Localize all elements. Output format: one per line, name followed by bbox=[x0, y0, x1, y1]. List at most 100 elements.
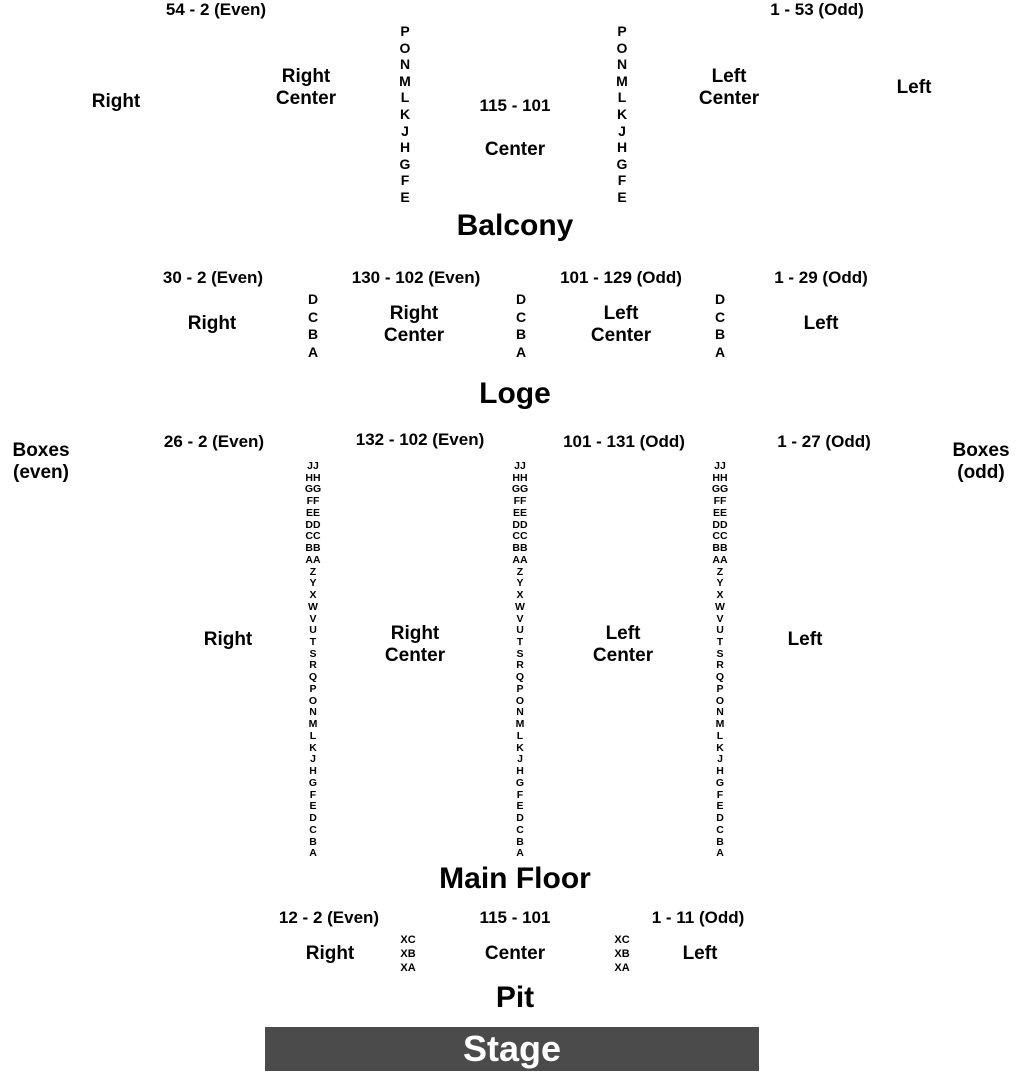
row-label: U bbox=[309, 624, 317, 637]
row-label: C bbox=[309, 823, 317, 836]
row-label: D bbox=[716, 812, 724, 825]
row-label: J bbox=[310, 753, 316, 766]
row-label: L bbox=[516, 729, 524, 742]
row-label: F bbox=[716, 788, 724, 801]
balcony-title: Balcony bbox=[456, 209, 574, 242]
row-label: K bbox=[716, 741, 724, 754]
row-label: S bbox=[716, 647, 724, 660]
row-label: A bbox=[714, 343, 726, 360]
balcony-left-center-line1: Left bbox=[711, 66, 747, 87]
pit-range-left: 1 - 11 (Odd) bbox=[651, 908, 745, 927]
row-label: S bbox=[516, 647, 524, 660]
row-label: J bbox=[517, 753, 523, 766]
row-label: FF bbox=[713, 495, 727, 508]
row-label: P bbox=[400, 23, 410, 39]
boxes-odd-line1: Boxes bbox=[952, 440, 1010, 461]
balcony-right-center-line2: Center bbox=[275, 87, 337, 109]
balcony-range-center: 115 - 101 bbox=[479, 96, 551, 115]
row-label: B bbox=[515, 326, 527, 343]
row-label: P bbox=[617, 23, 627, 39]
row-label: G bbox=[399, 155, 411, 172]
row-label: XC bbox=[400, 934, 416, 946]
row-label: XA bbox=[614, 962, 630, 974]
row-label: R bbox=[716, 659, 724, 672]
row-label: F bbox=[617, 172, 627, 189]
loge-title: Loge bbox=[479, 377, 551, 410]
row-label: EE bbox=[305, 506, 320, 519]
row-label: H bbox=[616, 139, 628, 156]
row-label: XB bbox=[400, 948, 416, 960]
row-label: O bbox=[399, 39, 411, 56]
row-label: M bbox=[715, 718, 725, 731]
row-label: Q bbox=[715, 671, 725, 684]
row-label: A bbox=[515, 343, 527, 360]
row-label: C bbox=[714, 308, 726, 325]
row-label: Q bbox=[308, 671, 318, 684]
row-label: AA bbox=[305, 553, 321, 566]
row-label: G bbox=[515, 776, 525, 789]
row-label: B bbox=[516, 835, 524, 848]
loge-left-center-line1: Left bbox=[603, 303, 639, 324]
row-label: P bbox=[516, 682, 524, 695]
row-label: V bbox=[716, 612, 724, 625]
row-label: U bbox=[716, 624, 724, 637]
row-label: JJ bbox=[714, 460, 726, 472]
row-label: N bbox=[616, 56, 628, 73]
row-label: N bbox=[309, 706, 317, 719]
row-label: X bbox=[716, 589, 724, 602]
row-label: W bbox=[715, 600, 725, 613]
row-label: A bbox=[716, 847, 724, 860]
main-floor-title: Main Floor bbox=[439, 862, 591, 895]
row-label: R bbox=[309, 659, 317, 672]
row-label: G bbox=[616, 155, 628, 172]
row-label: D bbox=[309, 812, 317, 825]
row-label: D bbox=[516, 812, 524, 825]
row-label: Y bbox=[516, 577, 524, 590]
loge-left-center-line2: Center bbox=[590, 324, 652, 346]
row-label: BB bbox=[305, 542, 321, 555]
row-label: S bbox=[309, 647, 317, 660]
row-label: E bbox=[716, 800, 724, 813]
loge-range-left-center: 101 - 129 (Odd) bbox=[560, 268, 682, 287]
row-label: BB bbox=[512, 542, 528, 555]
row-label: D bbox=[714, 291, 726, 307]
row-label: G bbox=[715, 776, 725, 789]
row-label: P bbox=[309, 682, 317, 695]
row-label: B bbox=[714, 326, 726, 343]
pit-section-center: Center bbox=[484, 943, 546, 964]
row-label: B bbox=[307, 326, 319, 343]
row-label: E bbox=[309, 800, 317, 813]
pit-range-right: 12 - 2 (Even) bbox=[278, 908, 380, 927]
row-label: A bbox=[309, 847, 317, 860]
loge-range-right-center: 130 - 102 (Even) bbox=[351, 268, 481, 287]
row-label: L bbox=[716, 729, 724, 742]
boxes-even-line2: (even) bbox=[13, 461, 69, 483]
row-label: C bbox=[307, 308, 319, 325]
row-label: M bbox=[399, 72, 411, 89]
floor-section-left: Left bbox=[787, 629, 823, 650]
floor-section-right-center: Right Center bbox=[365, 623, 465, 667]
row-label: L bbox=[400, 89, 410, 106]
floor-section-left-center: Left Center bbox=[573, 623, 673, 667]
row-label: FF bbox=[306, 495, 320, 508]
floor-right-center-line2: Center bbox=[384, 644, 446, 666]
balcony-range-right: 54 - 2 (Even) bbox=[165, 0, 267, 19]
boxes-odd-line2: (odd) bbox=[957, 461, 1005, 483]
stage: Stage bbox=[265, 1027, 759, 1071]
row-label: HH bbox=[305, 471, 321, 484]
row-label: AA bbox=[512, 553, 528, 566]
row-label: Q bbox=[515, 671, 525, 684]
row-label: HH bbox=[512, 471, 528, 484]
row-label: R bbox=[516, 659, 524, 672]
stage-label: Stage bbox=[462, 1028, 562, 1069]
floor-range-right-center: 132 - 102 (Even) bbox=[355, 430, 485, 449]
pit-range-center: 115 - 101 bbox=[479, 908, 551, 927]
floor-left-center-line2: Center bbox=[592, 644, 654, 666]
pit-title: Pit bbox=[495, 981, 535, 1014]
row-label: Y bbox=[309, 577, 317, 590]
